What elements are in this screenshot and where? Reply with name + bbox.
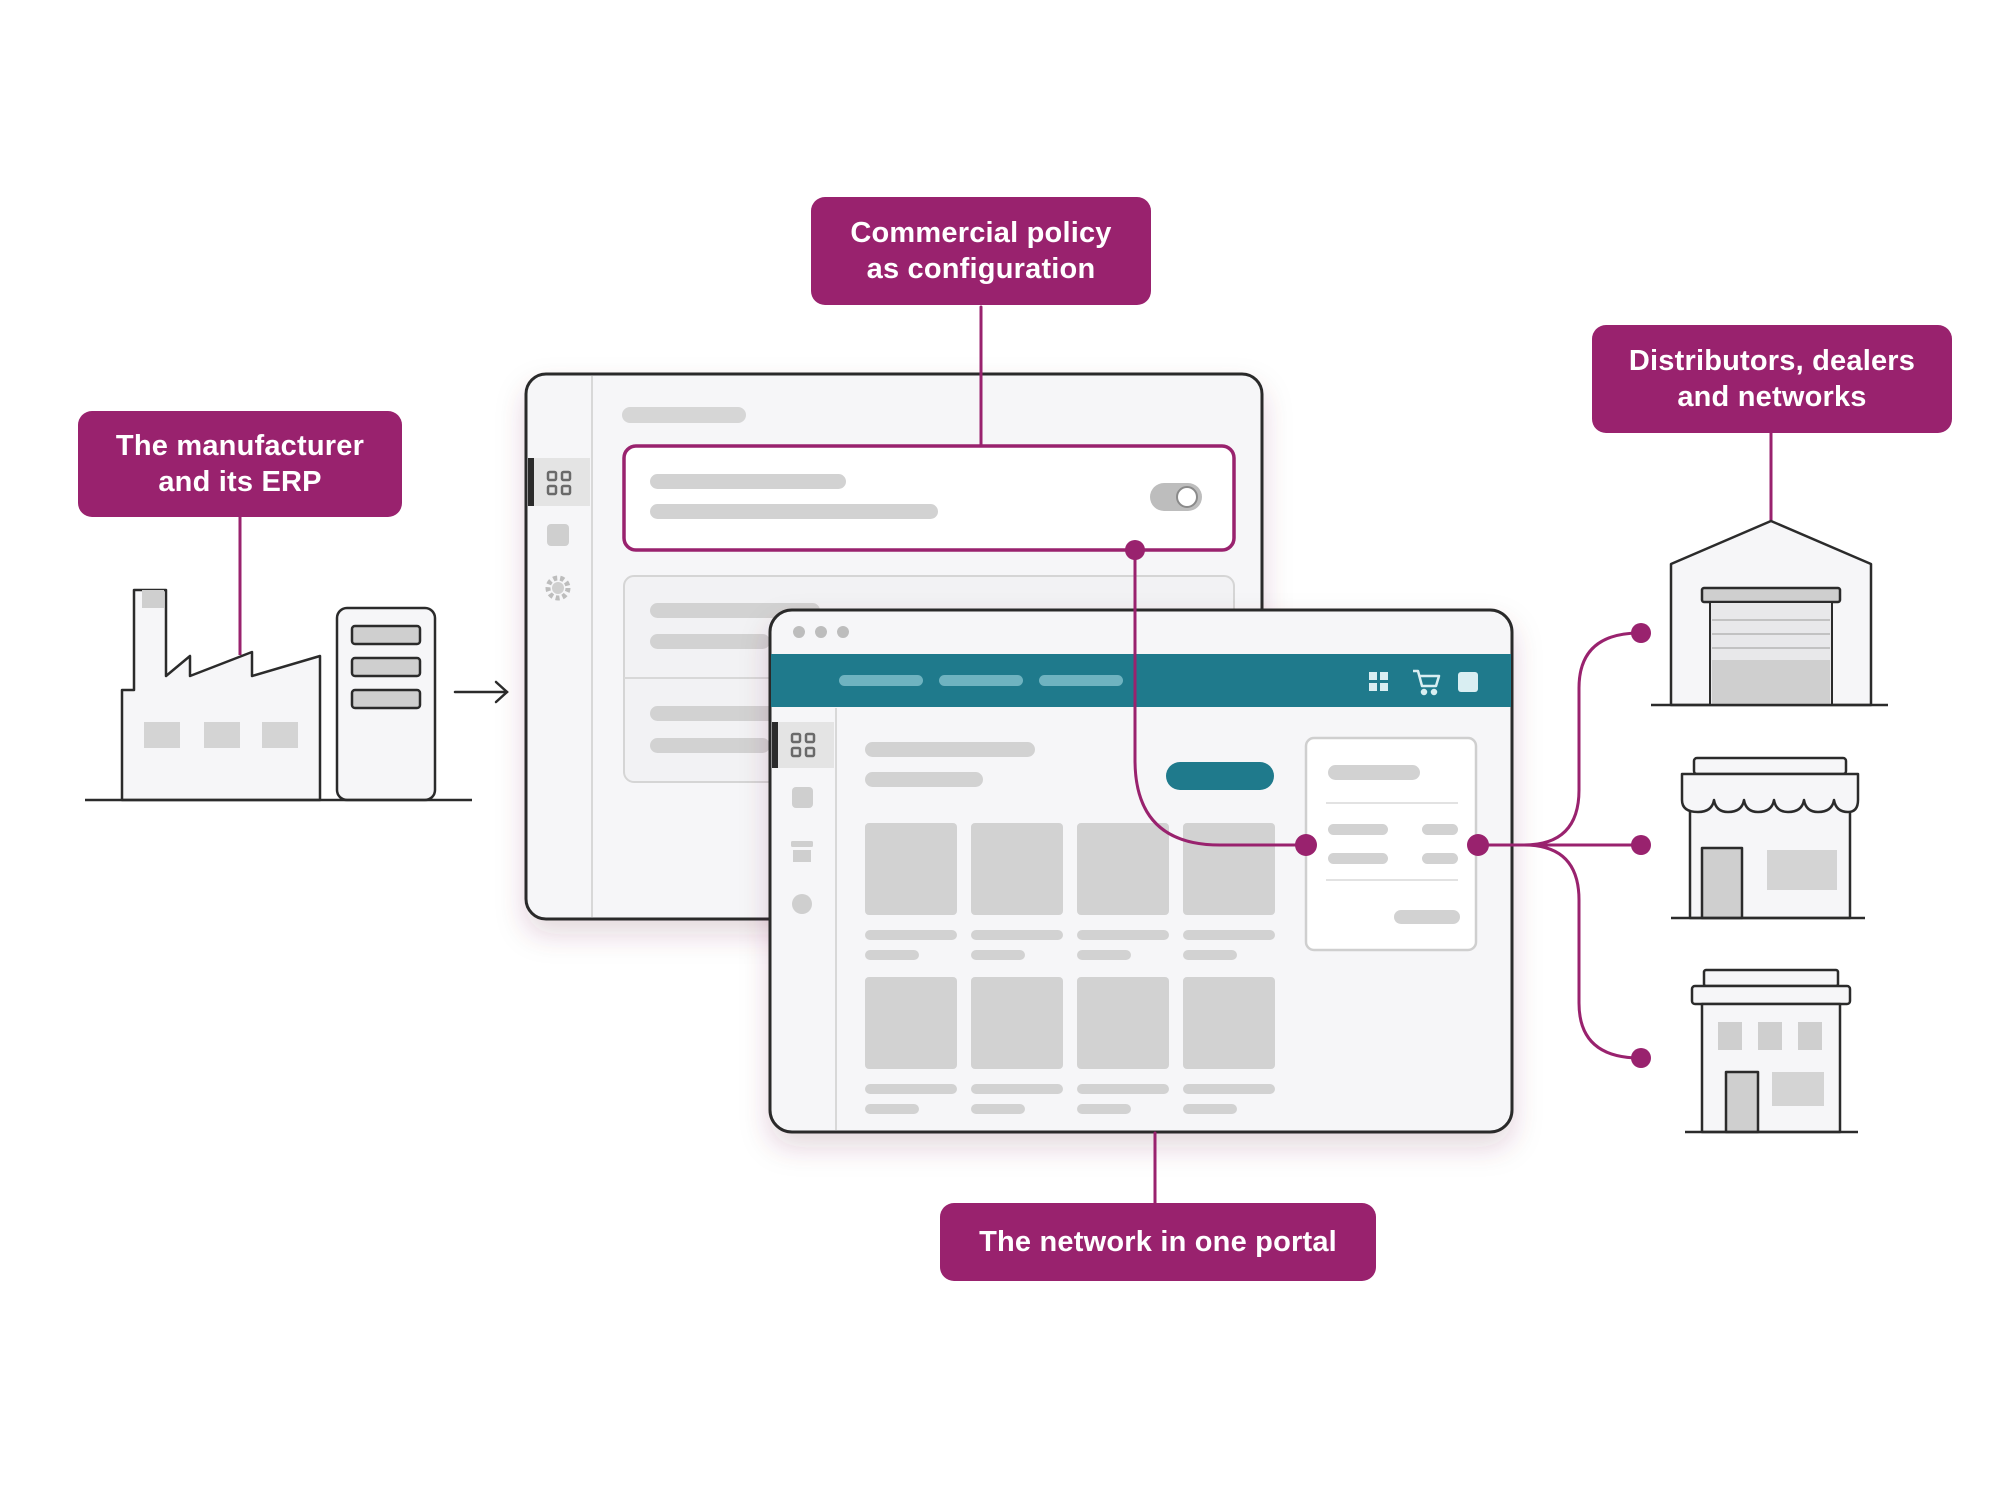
grid-icon (1369, 672, 1388, 691)
arrow-right-icon (453, 680, 509, 704)
building-icon (1690, 968, 1852, 1134)
portal-window (768, 608, 1514, 1134)
shop-icon (1680, 756, 1860, 920)
square-icon (547, 524, 569, 546)
connector-dots (1125, 540, 1651, 1068)
primary-button (1166, 762, 1274, 790)
manufacturer-label-text: The manufacturer and its ERP (115, 430, 365, 498)
factory-icon (120, 588, 322, 802)
account-icon (1458, 672, 1478, 692)
policy-label-text: Commercial policy as configuration (850, 217, 1112, 285)
server-icon (335, 606, 437, 802)
portal-label: The network in one portal (940, 1203, 1376, 1281)
store-icon (791, 841, 813, 862)
warehouse-icon (1669, 519, 1873, 707)
circle-icon (792, 894, 812, 914)
grid-icon (546, 470, 572, 496)
policy-label: Commercial policy as configuration (811, 197, 1151, 305)
toggle-switch (1150, 483, 1202, 511)
gear-icon (545, 575, 571, 601)
grid-icon (790, 732, 816, 758)
distributors-label: Distributors, dealers and networks (1592, 325, 1952, 433)
distributors-label-text: Distributors, dealers and networks (1628, 345, 1916, 413)
policy-config-card (622, 444, 1236, 552)
product-grid (865, 823, 1275, 1114)
square-icon (792, 787, 813, 808)
connectors (979, 305, 1773, 1205)
portal-label-text: The network in one portal (979, 1226, 1337, 1258)
cart-icon (1413, 669, 1441, 696)
manufacturer-label: The manufacturer and its ERP (78, 411, 402, 517)
